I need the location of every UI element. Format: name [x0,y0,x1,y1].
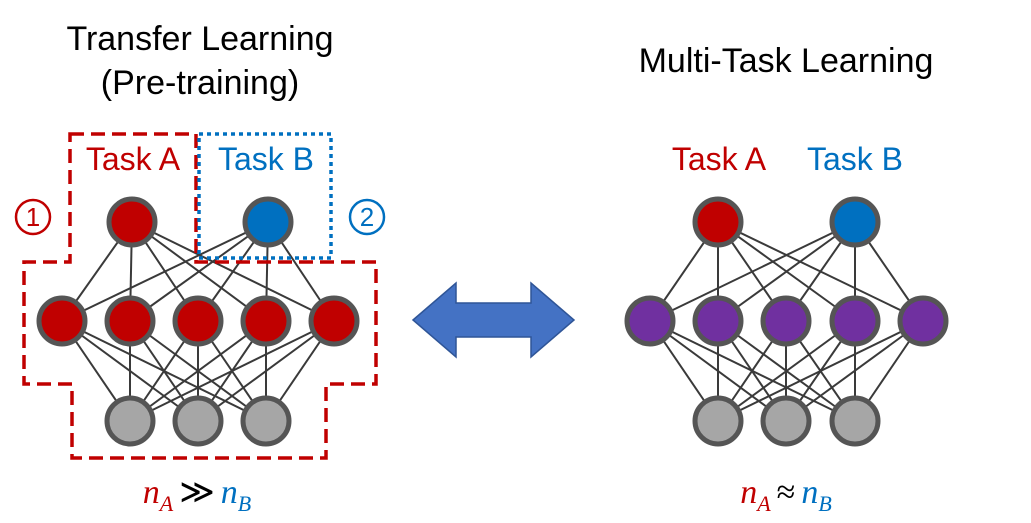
transfer-title-line1: Transfer Learning [66,20,333,58]
transfer-input-node [104,395,156,447]
step-1-label: 1 [26,202,40,232]
multi-task-learning-panel: Multi-Task Learning Task A Task B nA≈nB [624,42,949,516]
transfer-output-node-task-b [242,196,294,248]
transfer-connection [197,320,335,422]
multitask-input-node [829,395,881,447]
transfer-task-b-label: Task B [218,141,314,177]
step-2-marker: 2 [348,198,386,236]
multitask-input-node [692,395,744,447]
transfer-connection [129,320,267,422]
step-1-marker: 1 [14,198,52,236]
multitask-task-b-label: Task B [807,141,903,177]
multitask-output-node-task-a [692,196,744,248]
multitask-connection [649,221,856,322]
multitask-formula: nA≈nB [740,474,832,516]
transfer-hidden-node [104,295,156,347]
step-2-label: 2 [360,202,374,232]
transfer-title-line2: (Pre-training) [101,64,299,102]
multitask-hidden-node [692,295,744,347]
transfer-network-nodes [36,196,360,447]
transfer-hidden-node [308,295,360,347]
multitask-output-node-task-b [829,196,881,248]
multitask-title: Multi-Task Learning [639,42,934,80]
transfer-connection [129,221,269,322]
multitask-network-nodes [624,196,949,447]
transfer-task-a-label: Task A [86,141,181,177]
multitask-input-node [760,395,812,447]
transfer-output-node-task-a [106,196,158,248]
multitask-hidden-node [829,295,881,347]
transfer-input-node [172,395,224,447]
task-a-region-outline [22,132,378,460]
double-arrow-icon [411,281,576,359]
multitask-connection [717,320,924,422]
transfer-input-node [240,395,292,447]
multitask-connection [717,221,856,322]
transfer-hidden-node [36,295,88,347]
transfer-formula: nA≫nB [143,474,252,516]
multitask-connection [785,320,924,422]
task-b-region-outline [197,132,333,260]
transfer-connection [61,221,269,322]
multitask-hidden-node [624,295,676,347]
multitask-hidden-node [897,295,949,347]
multitask-task-a-label: Task A [672,141,767,177]
transfer-learning-panel: Transfer Learning (Pre-training) Task A … [14,20,386,516]
transfer-hidden-node [172,295,224,347]
multitask-connection [717,320,856,422]
multitask-hidden-node [760,295,812,347]
transfer-connection [129,320,335,422]
transfer-hidden-node [240,295,292,347]
